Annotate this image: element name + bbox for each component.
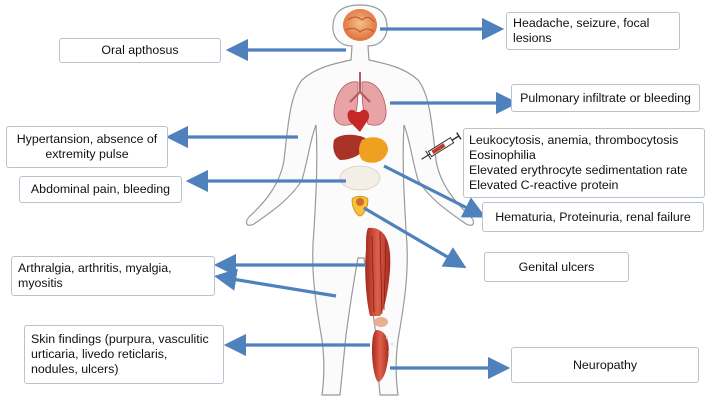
lab-line-1: Leukocytosis, anemia, thrombocytosis: [469, 133, 678, 148]
renal-box: Hematuria, Proteinuria, renal failure: [482, 202, 704, 232]
lab-line-2: Eosinophilia: [469, 148, 536, 163]
skin-box: Skin findings (purpura, vasculitic urtic…: [24, 325, 224, 384]
arthralgia-label: Arthralgia, arthritis, myalgia, myositis: [18, 261, 208, 291]
neuropathy-box: Neuropathy: [511, 347, 699, 383]
arthralgia-box: Arthralgia, arthritis, myalgia, myositis: [11, 256, 215, 296]
abdominal-label: Abdominal pain, bleeding: [31, 182, 170, 197]
lab-findings-box: Leukocytosis, anemia, thrombocytosis Eos…: [463, 128, 705, 198]
pulmonary-label: Pulmonary infiltrate or bleeding: [520, 91, 691, 106]
pulmonary-box: Pulmonary infiltrate or bleeding: [511, 84, 700, 112]
neuropathy-label: Neuropathy: [573, 358, 637, 373]
hypertension-label: Hypertansion, absence of extremity pulse: [13, 132, 161, 162]
genital-box: Genital ulcers: [484, 252, 629, 282]
lab-line-4: Elevated C-reactive protein: [469, 178, 618, 193]
hypertension-box: Hypertansion, absence of extremity pulse: [6, 126, 168, 168]
skin-label: Skin findings (purpura, vasculitic urtic…: [31, 332, 217, 377]
abdominal-box: Abdominal pain, bleeding: [19, 176, 182, 203]
brain-icon: [343, 9, 377, 41]
oral-label: Oral apthosus: [101, 43, 178, 58]
oral-box: Oral apthosus: [59, 38, 221, 63]
headache-box: Headache, seizure, focal lesions: [506, 12, 680, 50]
lab-line-3: Elevated erythrocyte sedimentation rate: [469, 163, 687, 178]
renal-label: Hematuria, Proteinuria, renal failure: [495, 210, 691, 225]
genital-label: Genital ulcers: [519, 260, 595, 275]
headache-label: Headache, seizure, focal lesions: [513, 16, 673, 46]
